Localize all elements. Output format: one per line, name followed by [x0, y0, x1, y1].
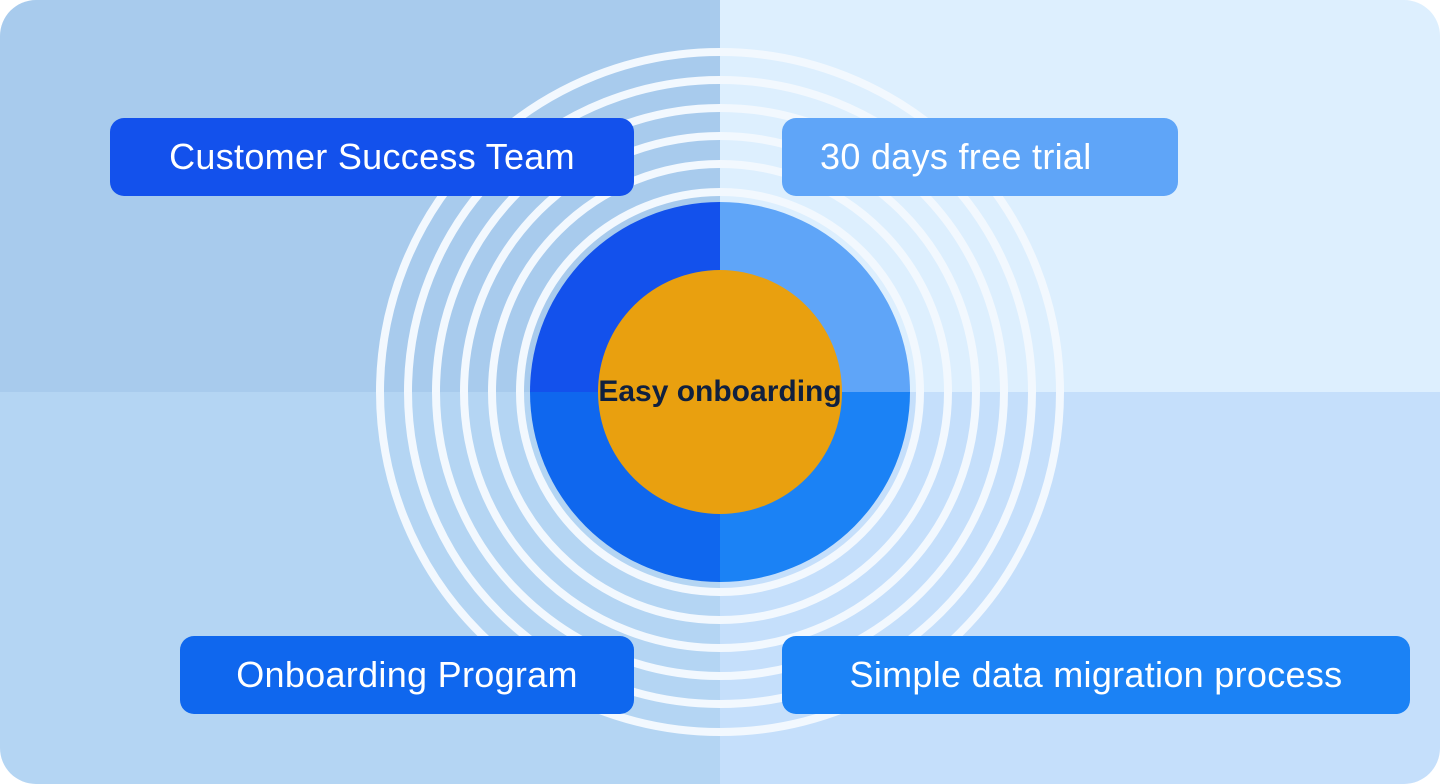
item-customer-success-team: Customer Success Team: [110, 118, 634, 196]
ring: [432, 104, 1008, 680]
ring: [376, 48, 1064, 736]
center-circle: [598, 270, 842, 514]
item-data-migration: Simple data migration process: [782, 636, 1410, 714]
item-onboarding-program: Onboarding Program: [180, 636, 634, 714]
ring: [488, 160, 952, 624]
center-title: Easy onboarding: [598, 375, 842, 408]
ring: [404, 76, 1036, 708]
item-free-trial: 30 days free trial: [782, 118, 1178, 196]
ring: [460, 132, 980, 652]
ring: [516, 188, 924, 596]
